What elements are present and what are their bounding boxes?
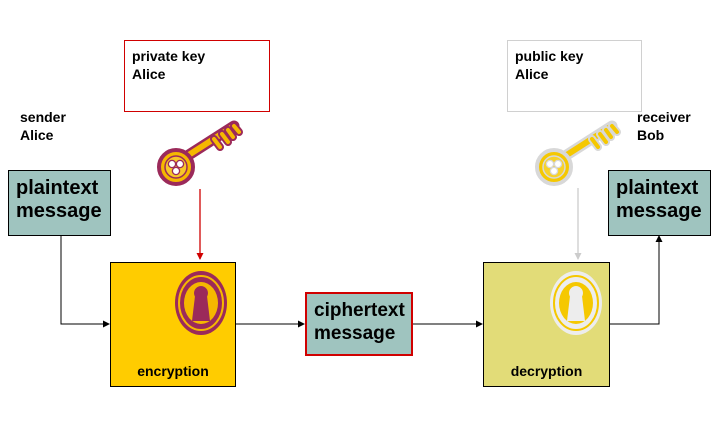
- sender-label: sender Alice: [20, 108, 66, 144]
- public-key-icon: [535, 120, 621, 186]
- ciphertext-line2: message: [314, 323, 396, 344]
- sender-name: Alice: [20, 127, 54, 143]
- encryption-lock-icon: [175, 271, 227, 335]
- private-key-owner: Alice: [132, 66, 166, 82]
- receiver-label: receiver Bob: [637, 108, 691, 144]
- decryption-label: decryption: [510, 363, 583, 379]
- ciphertext-message: ciphertext message: [305, 292, 413, 356]
- public-key-label: public key: [515, 48, 584, 64]
- receiver-role: receiver: [637, 109, 691, 125]
- plaintext-message-right: plaintext message: [608, 170, 711, 236]
- sender-role: sender: [20, 109, 66, 125]
- private-key-icon: [157, 120, 243, 186]
- plaintext-message-left: plaintext message: [8, 170, 111, 236]
- private-key-label: private key: [132, 48, 206, 64]
- ciphertext-line1: ciphertext: [314, 300, 405, 321]
- encryption-box: encryption: [110, 262, 236, 387]
- arrow-plaintext-to-encryption: [60, 236, 110, 328]
- arrow-decryption-to-plaintext: [610, 235, 663, 325]
- decryption-lock-icon: [550, 271, 602, 335]
- plaintext-right-line1: plaintext: [616, 177, 699, 199]
- public-key-owner: Alice: [515, 66, 549, 82]
- private-key-box: private key Alice: [124, 40, 270, 112]
- plaintext-left-line2: message: [16, 200, 102, 222]
- encryption-label: encryption: [137, 363, 209, 379]
- receiver-name: Bob: [637, 127, 665, 143]
- public-key-box: public key Alice: [507, 40, 642, 112]
- plaintext-left-line1: plaintext: [16, 177, 99, 199]
- plaintext-right-line2: message: [616, 200, 702, 222]
- decryption-box: decryption: [483, 262, 610, 387]
